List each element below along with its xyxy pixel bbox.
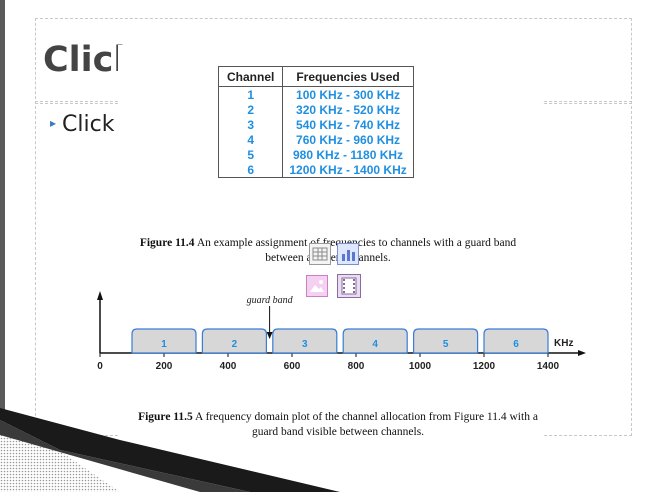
table-header-frequencies: Frequencies Used: [282, 66, 414, 87]
channel-block: [131, 328, 197, 354]
caption-text: A frequency domain plot of the channel a…: [195, 411, 538, 438]
figure-11-5-caption: Figure 11.5 A frequency domain plot of t…: [138, 410, 538, 440]
caption-label: Figure 11.5: [138, 411, 193, 423]
channel-block: [201, 328, 267, 354]
frequency-cell: 540 KHz - 740 KHz: [282, 117, 414, 132]
x-axis-arrow: [578, 350, 586, 356]
channel-block: [413, 328, 479, 354]
channel-cell: 5: [217, 147, 284, 162]
frequency-cell: 760 KHz - 960 KHz: [282, 132, 414, 147]
frequency-cell: 320 KHz - 520 KHz: [282, 102, 414, 117]
channel-block: [342, 328, 408, 354]
y-axis-arrow: [97, 291, 103, 300]
page-curl-decoration: [0, 408, 340, 492]
channel-cell: 4: [217, 132, 284, 147]
x-tick-label: 1200: [473, 361, 496, 372]
insert-media-icon[interactable]: [337, 274, 361, 298]
channel-label: 5: [443, 339, 449, 350]
table-header-channel: Channel: [217, 66, 284, 87]
caption-label: Figure 11.4: [139, 237, 195, 249]
insert-picture-icon[interactable]: [306, 275, 328, 297]
channel-label: 6: [513, 339, 519, 350]
bullet-item[interactable]: ▸ Click: [50, 112, 114, 137]
bullet-text: Click: [62, 112, 115, 137]
channel-block: [272, 328, 338, 354]
window-left-edge: [0, 0, 5, 492]
channel-cell: 1: [217, 86, 284, 102]
channel-cell: 6: [217, 162, 284, 178]
frequency-plot: 0 200 400 600 800 1000 1200 1400 1 2 3 4 5 6 KHz guard …: [97, 291, 586, 372]
channel-label: 2: [232, 339, 238, 350]
x-tick-label: 600: [284, 361, 301, 372]
channel-cell: 2: [217, 102, 284, 117]
channel-label: 3: [302, 339, 308, 350]
frequency-cell: 980 KHz - 1180 KHz: [282, 147, 414, 162]
unit-label: KHz: [554, 338, 573, 349]
bullet-arrow-icon: ▸: [50, 116, 57, 130]
channel-label: 4: [372, 339, 378, 350]
guard-band-label: guard band: [247, 295, 294, 306]
insert-chart-icon[interactable]: [337, 243, 359, 265]
x-tick-label: 800: [348, 361, 365, 372]
frequency-cell: 1200 KHz - 1400 KHz: [282, 162, 414, 178]
insert-table-icon[interactable]: [309, 243, 331, 265]
guard-band-arrowhead: [266, 332, 273, 339]
x-tick-label: 1000: [409, 361, 432, 372]
channel-label: 1: [161, 339, 167, 350]
x-tick-label: 1400: [537, 361, 560, 372]
channel-block: [483, 328, 549, 354]
frequency-cell: 100 KHz - 300 KHz: [282, 86, 414, 102]
channel-cell: 3: [217, 117, 284, 132]
x-tick-label: 200: [156, 361, 173, 372]
x-tick-label: 0: [97, 361, 103, 372]
x-tick-label: 400: [220, 361, 237, 372]
